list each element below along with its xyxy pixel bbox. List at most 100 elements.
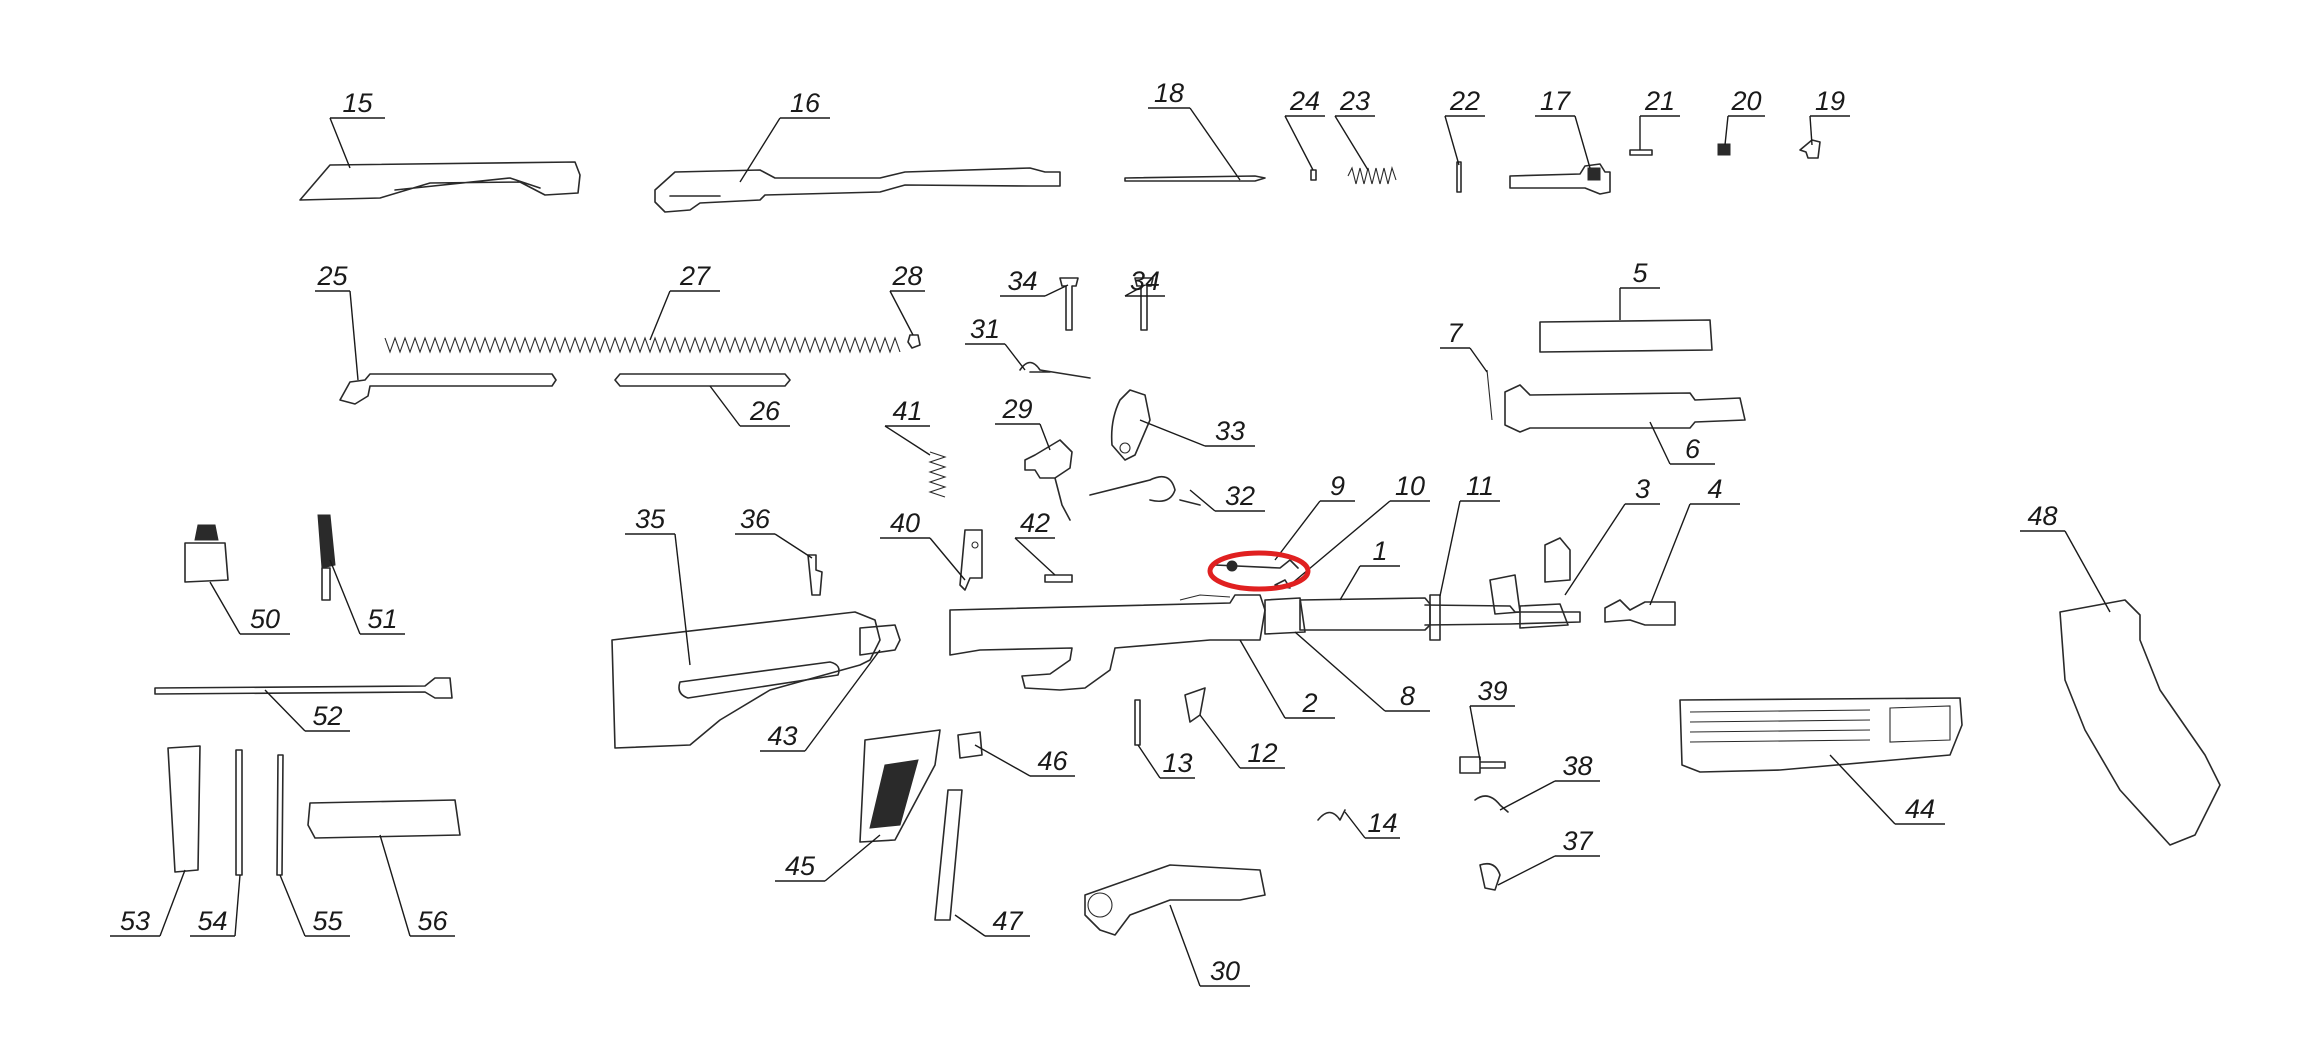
part-2-receiver <box>949 594 1266 691</box>
part-14-spring <box>1317 809 1346 821</box>
callout-10-number: 10 <box>1395 471 1425 501</box>
part-45-grip <box>859 729 941 843</box>
callout-43-number: 43 <box>767 721 797 751</box>
callout-29-number: 29 <box>1001 394 1032 424</box>
callout-56-leader <box>379 834 411 937</box>
callout-28-leader <box>889 290 914 336</box>
callout-42-number: 42 <box>1020 508 1050 538</box>
callout-42-leader <box>1014 537 1056 576</box>
callout-48-leader <box>2064 530 2111 613</box>
part-39-screw <box>1459 756 1506 774</box>
callout-8-number: 8 <box>1400 681 1415 711</box>
callout-12-number: 12 <box>1247 738 1277 768</box>
callout-34-number: 34 <box>1007 266 1037 296</box>
part-35-stock <box>611 611 881 749</box>
callout-2-leader <box>1239 639 1286 719</box>
callout-16-number: 16 <box>790 88 821 118</box>
callout-22-number: 22 <box>1449 86 1480 116</box>
callout-6-leader <box>1649 421 1671 465</box>
part-52-rod <box>154 677 453 699</box>
callout-9-leader <box>1274 500 1321 561</box>
part-48-magazine <box>2059 599 2221 846</box>
callout-37-leader <box>1497 855 1556 886</box>
callout-32-number: 32 <box>1225 481 1255 511</box>
part-21-bar <box>1629 149 1653 156</box>
callout-54-number: 54 <box>197 906 227 936</box>
part-40-plate <box>959 529 983 591</box>
callout-15-number: 15 <box>342 88 373 118</box>
part-34-pin-b <box>1134 277 1154 331</box>
callout-13-leader <box>1137 744 1161 779</box>
part-51-handle <box>321 567 331 601</box>
part-4-muzzle <box>1604 599 1676 626</box>
part-54-tool <box>235 749 243 876</box>
callout-34-leader <box>1044 284 1069 297</box>
part-5-handguard-top <box>1539 319 1713 353</box>
callout-52-leader <box>264 689 306 732</box>
parts-layer <box>154 139 2221 936</box>
callout-45-leader <box>824 834 881 882</box>
callout-30-number: 30 <box>1210 956 1240 986</box>
callout-22-leader <box>1444 115 1460 166</box>
callout-36-leader <box>774 533 813 559</box>
part-17-detail <box>1587 167 1601 181</box>
part-43-hinge <box>859 624 901 656</box>
callout-14-number: 14 <box>1367 808 1397 838</box>
callout-40-leader <box>929 537 966 581</box>
part-37-latch <box>1479 862 1501 891</box>
callout-24-leader <box>1284 115 1314 171</box>
callout-56-number: 56 <box>417 906 448 936</box>
callout-41-leader <box>884 425 931 456</box>
callout-8-leader <box>1294 631 1386 712</box>
part-23-spring <box>1347 166 1397 185</box>
callout-7-number: 7 <box>1447 318 1463 348</box>
callout-12-leader <box>1199 714 1241 769</box>
callout-25-leader <box>349 290 359 381</box>
part-41-spring <box>928 451 947 498</box>
callout-36-number: 36 <box>740 504 771 534</box>
callout-28-number: 28 <box>891 261 922 291</box>
callout-26-number: 26 <box>749 396 781 426</box>
part-50-bottle <box>184 542 229 583</box>
part-3-front-sight <box>1489 537 1571 629</box>
callout-38-leader <box>1499 780 1556 811</box>
callout-55-leader <box>279 874 306 937</box>
part-35-slot <box>678 661 840 699</box>
part-13-pin <box>1134 699 1141 746</box>
callout-1-number: 1 <box>1372 536 1387 566</box>
callout-34-leader <box>1124 284 1146 297</box>
part-31-spring-clip <box>1019 361 1091 379</box>
callout-47-number: 47 <box>992 906 1023 936</box>
callout-50-number: 50 <box>250 604 280 634</box>
callout-41-number: 41 <box>892 396 922 426</box>
callout-6-number: 6 <box>1685 434 1701 464</box>
callout-13-number: 13 <box>1162 748 1192 778</box>
part-18-rod <box>1124 175 1266 182</box>
callout-51-leader <box>329 559 361 635</box>
callout-17-number: 17 <box>1540 86 1571 116</box>
part-27-spring <box>384 336 901 354</box>
part-30-hole <box>1087 892 1113 918</box>
part-40-hole <box>971 541 979 549</box>
callout-18-leader <box>1189 107 1241 181</box>
part-19-latch <box>1799 139 1821 159</box>
part-53-tool <box>167 745 201 873</box>
callout-20-leader <box>1724 115 1729 146</box>
part-16-bolt-carrier <box>654 167 1061 213</box>
part-51-brush <box>317 514 336 569</box>
callout-7-leader <box>1469 347 1488 373</box>
part-26-rod <box>614 373 791 387</box>
part-33-hammer-part <box>1110 389 1151 461</box>
part-11-ring <box>1429 594 1441 641</box>
callout-4-leader <box>1649 503 1691 606</box>
part-9-head <box>1226 560 1238 572</box>
part-24-pin <box>1310 169 1317 181</box>
callout-11-leader <box>1439 500 1461 597</box>
callout-46-leader <box>974 744 1031 777</box>
callout-33-leader <box>1139 419 1206 447</box>
part-55-tool <box>276 754 284 876</box>
part-32-tail <box>1179 499 1201 506</box>
callout-39-number: 39 <box>1477 676 1507 706</box>
part-32-spring <box>1089 475 1176 503</box>
